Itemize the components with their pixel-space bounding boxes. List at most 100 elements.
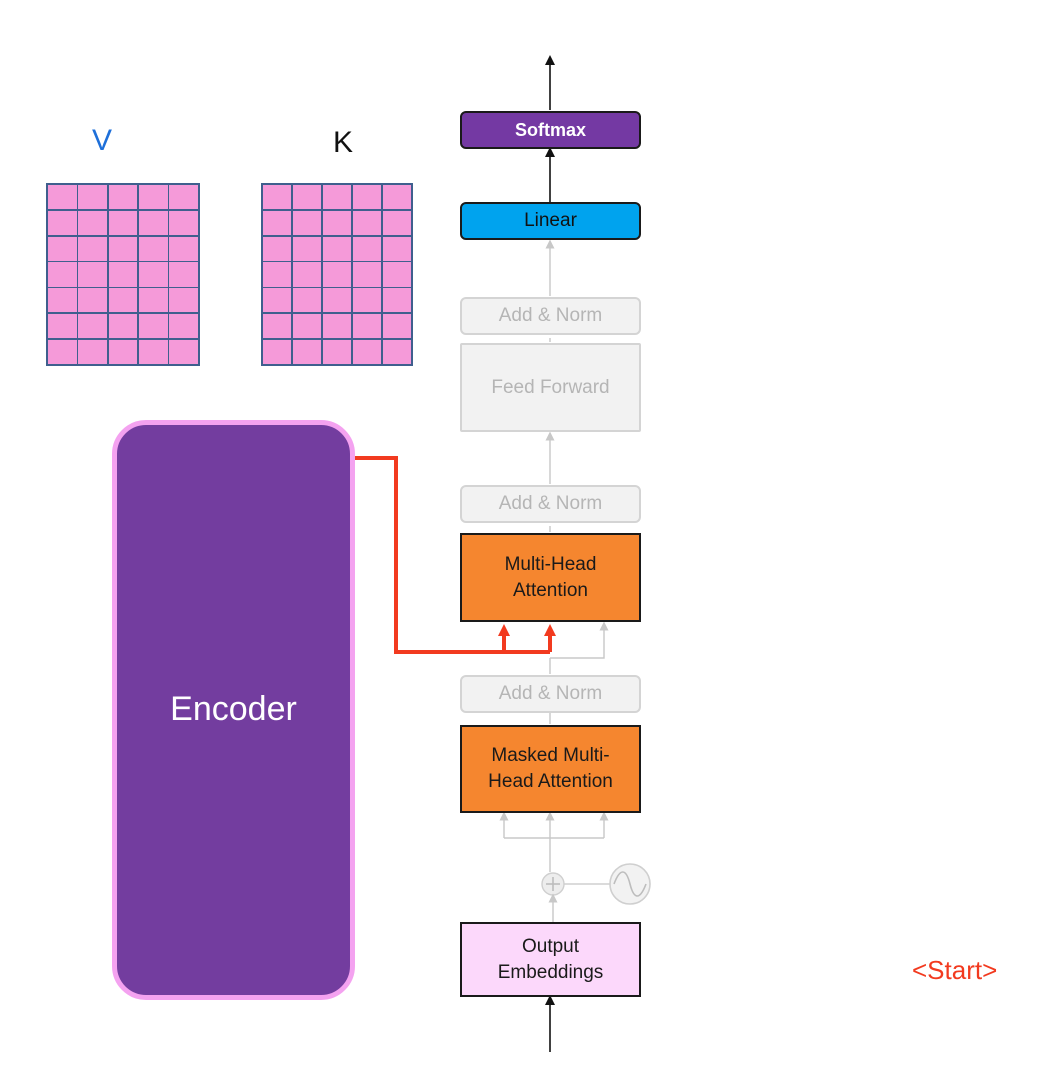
matrix-cell (78, 262, 108, 287)
matrix-cell (78, 210, 108, 236)
matrix-cell (48, 288, 77, 313)
v-matrix (46, 183, 200, 366)
encoder-block: Encoder (112, 420, 355, 1000)
matrix-cell (322, 262, 352, 287)
matrix-cell (263, 210, 292, 236)
matrix-cell (48, 185, 77, 210)
matrix-cell (292, 339, 322, 364)
add-norm-top-block: Add & Norm (460, 297, 641, 335)
matrix-cell (138, 262, 168, 287)
mha-label-line1: Multi-Head (504, 553, 597, 575)
matrix-cell (352, 262, 382, 287)
matrix-cell (78, 313, 108, 339)
matrix-cell (263, 339, 292, 364)
k-matrix (261, 183, 413, 366)
sine-wave-path (613, 871, 647, 897)
output-embeddings-block: Output Embeddings (460, 922, 641, 997)
linear-block: Linear (460, 202, 641, 240)
feed-forward-label: Feed Forward (491, 376, 610, 398)
matrix-cell (138, 288, 168, 313)
matrix-cell (263, 288, 292, 313)
linear-label: Linear (524, 210, 577, 232)
masked-label-line1: Masked Multi- (491, 745, 610, 767)
matrix-cell (352, 339, 382, 364)
matrix-cell (48, 210, 77, 236)
matrix-cell (322, 236, 352, 261)
matrix-cell (138, 313, 168, 339)
matrix-cell (292, 210, 322, 236)
matrix-cell (382, 313, 411, 339)
matrix-cell (263, 185, 292, 210)
matrix-cell (78, 236, 108, 261)
matrix-cell (352, 288, 382, 313)
matrix-cell (382, 236, 411, 261)
matrix-cell (352, 185, 382, 210)
start-token: <Start> (912, 955, 998, 985)
matrix-cell (78, 185, 108, 210)
matrix-cell (169, 313, 198, 339)
matrix-cell (322, 185, 352, 210)
matrix-cell (48, 313, 77, 339)
matrix-cell (48, 339, 77, 364)
matrix-cell (263, 313, 292, 339)
matrix-cell (263, 262, 292, 287)
mha-query-branch (550, 621, 609, 659)
matrix-cell (263, 236, 292, 261)
matrix-cell (78, 288, 108, 313)
multi-head-attention-block: Multi-Head Attention (460, 533, 641, 622)
matrix-cell (352, 313, 382, 339)
matrix-cell (169, 210, 198, 236)
add-norm-top-label: Add & Norm (498, 305, 603, 327)
matrix-cell (322, 339, 352, 364)
matrix-cell (108, 288, 138, 313)
softmax-block: Softmax (460, 111, 641, 149)
mha-label-line2: Attention (513, 579, 588, 601)
add-norm-bottom-label: Add & Norm (498, 683, 603, 705)
matrix-cell (382, 288, 411, 313)
add-norm-bottom-block: Add & Norm (460, 675, 641, 713)
matrix-cell (322, 288, 352, 313)
add-norm-mid-label: Add & Norm (498, 493, 603, 515)
encoder-label: Encoder (170, 690, 297, 729)
matrix-cell (292, 236, 322, 261)
matrix-cell (382, 185, 411, 210)
matrix-cell (169, 262, 198, 287)
encoder-to-mha-connection (352, 456, 550, 654)
matrix-cell (292, 313, 322, 339)
output-embeddings-line2: Embeddings (497, 961, 604, 983)
matrix-cell (169, 236, 198, 261)
matrix-cell (292, 185, 322, 210)
matrix-cell (382, 210, 411, 236)
k-matrix-label: K (333, 126, 354, 159)
matrix-cell (292, 262, 322, 287)
matrix-cell (352, 210, 382, 236)
feed-forward-block: Feed Forward (460, 343, 641, 432)
softmax-label: Softmax (514, 119, 586, 140)
matrix-cell (169, 339, 198, 364)
matrix-cell (138, 185, 168, 210)
matrix-cell (108, 210, 138, 236)
matrix-cell (48, 262, 77, 287)
matrix-cell (138, 210, 168, 236)
output-embeddings-line1: Output (521, 935, 580, 957)
v-matrix-label: V (92, 124, 113, 157)
matrix-cell (169, 288, 198, 313)
matrix-cell (292, 288, 322, 313)
matrix-cell (108, 185, 138, 210)
matrix-cell (108, 339, 138, 364)
matrix-cell (322, 313, 352, 339)
matrix-cell (138, 236, 168, 261)
add-norm-mid-block: Add & Norm (460, 485, 641, 523)
matrix-cell (352, 236, 382, 261)
matrix-cell (382, 262, 411, 287)
matrix-cell (108, 262, 138, 287)
matrix-cell (138, 339, 168, 364)
matrix-cell (169, 185, 198, 210)
matrix-cell (322, 210, 352, 236)
matrix-cell (48, 236, 77, 261)
matrix-cell (382, 339, 411, 364)
masked-multi-head-attention-block: Masked Multi- Head Attention (460, 725, 641, 813)
matrix-cell (108, 236, 138, 261)
